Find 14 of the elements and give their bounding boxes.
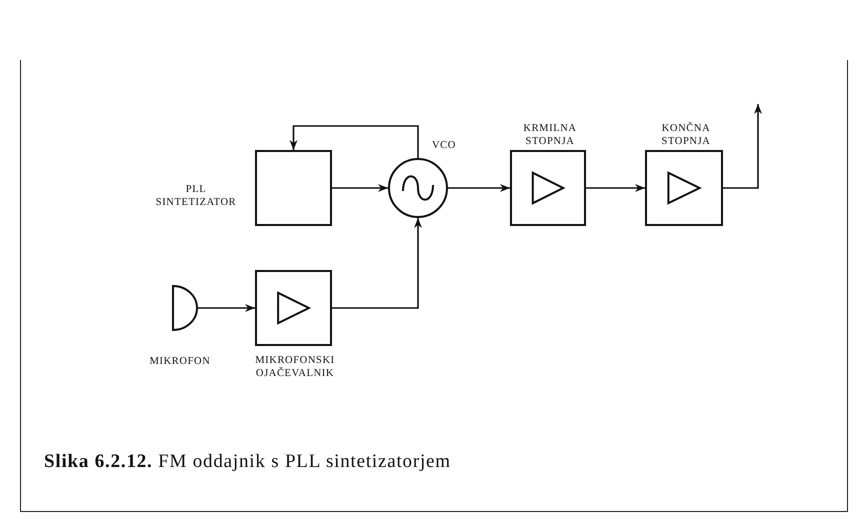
block-label: KRMILNA STOPNJA <box>522 122 578 148</box>
block-label: VCO <box>432 139 457 152</box>
arrow <box>448 184 510 192</box>
arrow <box>332 184 388 192</box>
arrow <box>290 125 419 158</box>
arrow <box>723 104 762 189</box>
arrow <box>198 304 255 312</box>
arrow <box>332 218 422 309</box>
block-label: MIKROFONSKI OJAČEVALNIK <box>254 354 336 380</box>
block-label: PLL SINTETIZATOR <box>154 183 238 209</box>
block-label: KONČNA STOPNJA <box>660 122 712 148</box>
block-label: MIKROFON <box>148 355 212 368</box>
figure-caption: Slika 6.2.12. FM oddajnik s PLL sintetizatorjem <box>44 451 451 473</box>
arrow <box>586 184 645 192</box>
